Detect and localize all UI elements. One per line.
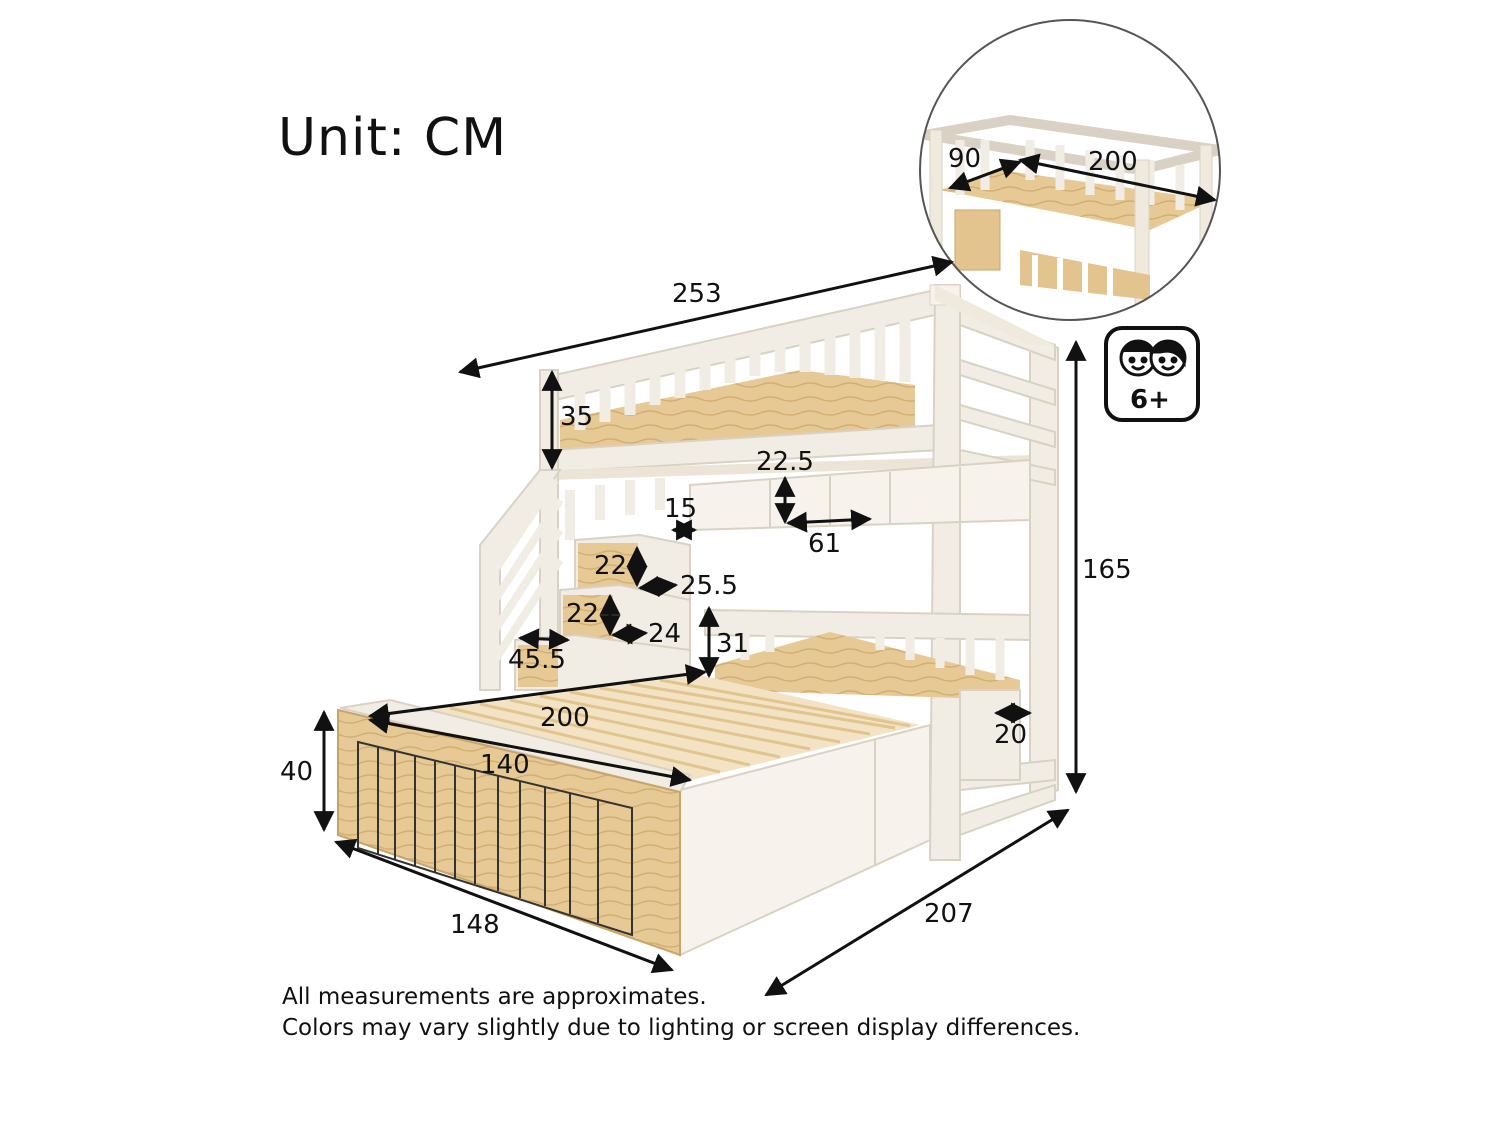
disclaimer-notes: All measurements are approximates. Color… <box>282 982 1080 1044</box>
dim-lower-rail-height: 31 <box>716 629 749 659</box>
dim-guardrail-height: 35 <box>560 402 593 432</box>
dim-lower-bed-width: 140 <box>480 750 530 780</box>
dim-base-width: 148 <box>450 910 500 940</box>
dim-step-height-upper: 22 <box>594 551 627 581</box>
dim-shelf-height: 22.5 <box>756 447 814 477</box>
dim-ladder-width: 20 <box>994 720 1027 750</box>
dim-top-bed-length: 200 <box>1088 147 1138 177</box>
dim-shelf-depth: 15 <box>664 494 697 524</box>
dimension-labels: 253 35 22.5 15 61 22 25.5 22 24 45.5 31 … <box>280 279 1132 940</box>
dim-shelf-width: 61 <box>808 529 841 559</box>
dim-bottom-step-width: 45.5 <box>508 645 566 675</box>
dim-step-depth-upper: 25.5 <box>680 571 738 601</box>
note-measurements: All measurements are approximates. <box>282 984 707 1010</box>
dim-total-height: 165 <box>1082 555 1132 585</box>
note-colors: Colors may vary slightly due to lighting… <box>282 1015 1081 1041</box>
age-label: 6+ <box>1130 385 1170 415</box>
dim-total-length: 253 <box>672 279 722 309</box>
dimension-lines <box>313 255 1087 997</box>
top-bed-inset: 90 200 <box>919 19 1221 321</box>
dim-lower-bed-length: 200 <box>540 703 590 733</box>
kids-faces-icon <box>1119 339 1187 377</box>
dim-step-depth-lower: 24 <box>648 619 681 649</box>
age-badge: 6+ <box>1104 326 1200 422</box>
dim-top-bed-width: 90 <box>948 144 981 174</box>
dim-step-height-lower: 22 <box>566 599 599 629</box>
unit-title: Unit: CM <box>278 108 508 168</box>
dim-base-depth: 207 <box>924 899 974 929</box>
dim-lower-bed-height: 40 <box>280 757 313 787</box>
bed-illustration <box>337 284 1059 957</box>
